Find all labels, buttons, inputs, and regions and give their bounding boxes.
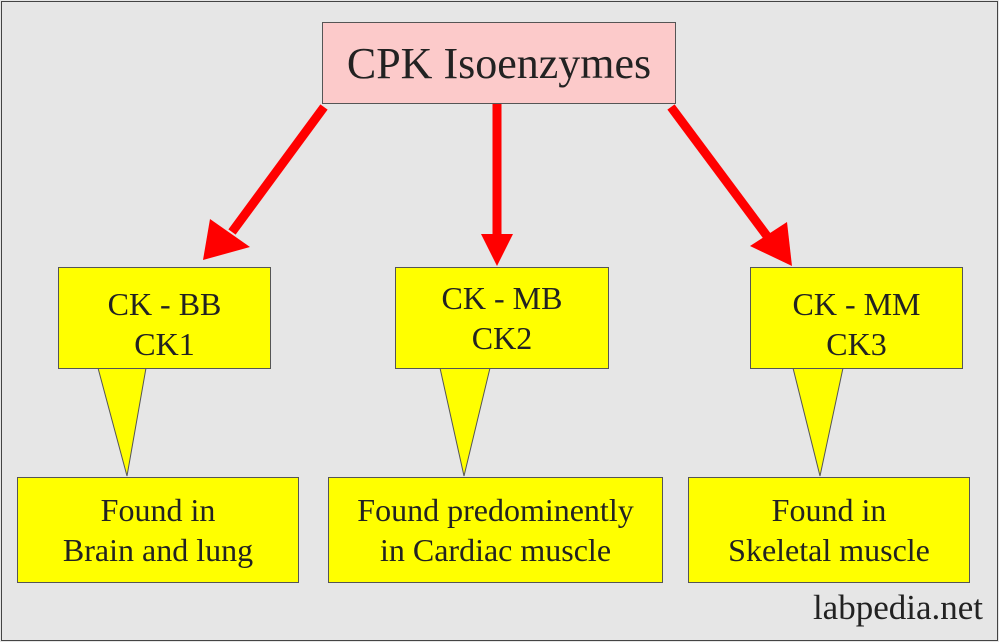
isoenzyme-name: CK - MM: [792, 286, 921, 322]
isoenzyme-name: CK - BB: [107, 286, 222, 322]
diagram-title: CPK Isoenzymes: [346, 38, 652, 88]
description-box-ck-bb: Found in Brain and lung: [17, 477, 299, 583]
description-line: in Cardiac muscle: [379, 532, 612, 568]
description-box-ck-mb: Found predominently in Cardiac muscle: [328, 477, 663, 583]
callout-pointer-ck-mb: [439, 367, 491, 477]
description-line: Brain and lung: [62, 532, 254, 568]
arrow-to-ck-bb: [228, 104, 328, 235]
arrow-head-ck-mb: [481, 234, 513, 266]
isoenzyme-code: CK3: [826, 326, 887, 362]
description-line: Found predominently: [357, 492, 634, 528]
description-line: Found in: [771, 492, 887, 528]
isoenzyme-code: CK1: [134, 326, 195, 362]
isoenzyme-box-ck-bb: CK - BB CK1: [58, 267, 271, 369]
arrow-to-ck-mm: [667, 104, 771, 239]
description-box-ck-mm: Found in Skeletal muscle: [688, 477, 970, 583]
title-box: CPK Isoenzymes: [322, 22, 676, 104]
isoenzyme-box-ck-mm: CK - MM CK3: [750, 267, 963, 369]
isoenzyme-code: CK2: [471, 320, 533, 356]
isoenzyme-box-ck-mb: CK - MB CK2: [395, 267, 609, 369]
description-line: Found in: [100, 492, 216, 528]
watermark-text: labpedia.net: [812, 588, 983, 627]
callout-pointer-ck-mm: [792, 367, 844, 477]
isoenzyme-name: CK - MB: [441, 280, 563, 316]
callout-pointer-ck-bb: [97, 367, 147, 477]
arrow-head-ck-bb: [203, 219, 250, 260]
arrow-head-ck-mm: [750, 222, 792, 266]
description-line: Skeletal muscle: [728, 532, 930, 568]
